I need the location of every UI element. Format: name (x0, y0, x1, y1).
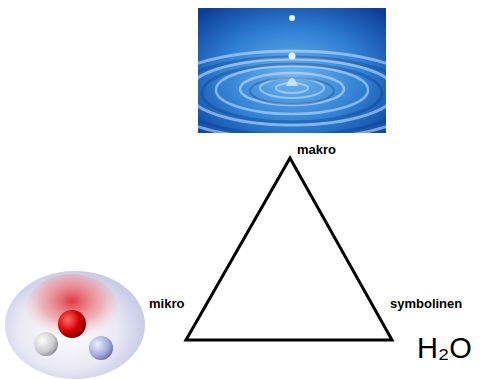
level-label: mikro (149, 297, 184, 310)
molecule-model (5, 271, 145, 379)
triangle (186, 158, 392, 340)
level-label: symbolinen (390, 297, 462, 310)
water-photo (198, 8, 386, 133)
chemical-formula: H₂O (417, 334, 472, 363)
level-label: makro (297, 143, 336, 156)
